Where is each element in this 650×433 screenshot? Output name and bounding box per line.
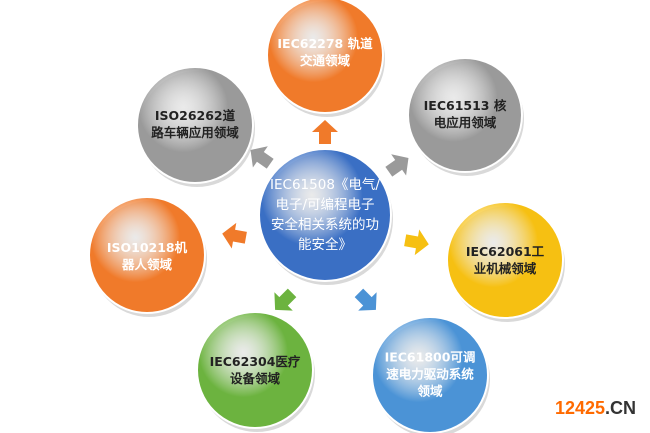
watermark-number: 12425 (554, 398, 605, 418)
node-bottom-right-circle (371, 316, 489, 433)
watermark: 12425.CN (555, 398, 636, 419)
arrow-top-icon (312, 120, 338, 144)
node-label-top: IEC62278 轨道交通领域 (277, 36, 373, 68)
node-label-bottom-left: IEC62304医疗设备领域 (209, 354, 301, 386)
arrow-bottom-right-icon (354, 288, 377, 311)
node-label-right: IEC62061工业机械领域 (465, 244, 545, 276)
node-top-right-circle (407, 57, 523, 173)
arrow-bottom-left-icon (274, 288, 297, 311)
node-right-circle (446, 201, 564, 319)
center-label: IEC61508《电气/电子/可编程电子安全相关系统的功能安全》 (270, 177, 380, 253)
arrow-right-icon (404, 229, 429, 256)
node-left-circle (88, 196, 206, 314)
node-label-left: ISO10218机器人领域 (106, 240, 188, 272)
watermark-suffix: .CN (605, 398, 636, 418)
node-label-top-left: ISO26262道路车辆应用领域 (151, 108, 239, 140)
arrow-left-icon (222, 222, 247, 249)
arrow-top-right-icon (385, 154, 409, 177)
node-label-bottom-right: IEC61800可调速电力驱动系统领域 (384, 349, 476, 399)
center-circle (258, 148, 392, 282)
node-top-circle (266, 0, 384, 114)
node-top-left-circle (136, 66, 254, 184)
node-bottom-left-circle (196, 311, 314, 429)
arrow-top-left-icon (250, 146, 274, 169)
node-label-top-right: IEC61513 核电应用领域 (423, 98, 507, 130)
